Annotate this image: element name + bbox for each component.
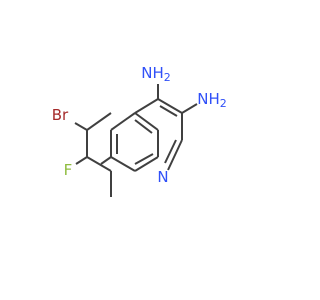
bond-c7-c8-left: [86, 156, 112, 172]
amine-3-subscript: 2: [220, 97, 227, 110]
bond-c7-ring: [86, 112, 112, 131]
bond-c4-c3: [157, 98, 183, 114]
amine-4-nh: NH: [141, 64, 164, 82]
bond-c6-br: [74, 122, 88, 131]
bond-c2-n1: [167, 139, 183, 171]
bond-c4a-c5: [110, 112, 136, 131]
bond-c8-c8a-inner: [134, 153, 154, 165]
bonds: [74, 84, 198, 197]
atom-amine-3: NH2: [197, 90, 227, 110]
bond-c4-c3-inner: [159, 105, 178, 117]
bond-c2-n1-inner: [164, 139, 177, 164]
bond-c4a-inner: [134, 119, 153, 134]
bond-c7-f: [75, 156, 88, 165]
bond-c7-c8: [110, 156, 136, 172]
bond-c6-c7: [100, 156, 112, 165]
bond-c8-c8a: [134, 156, 159, 172]
amine-3-nh: NH: [197, 90, 220, 108]
amine-4-subscript: 2: [164, 71, 171, 84]
atom-bromine: Br: [52, 106, 69, 124]
atom-amine-4: NH2: [141, 64, 171, 84]
atom-ring-nitrogen: N: [157, 168, 168, 186]
atom-fluorine: F: [64, 161, 73, 179]
atom-labels: Br F N NH2 NH2: [52, 64, 227, 186]
bond-c4a-c4: [134, 98, 159, 114]
bond-c3-nh2: [181, 103, 198, 114]
molecule-structure: Br F N NH2 NH2: [52, 64, 227, 197]
bond-c4a-c8a: [134, 112, 159, 131]
